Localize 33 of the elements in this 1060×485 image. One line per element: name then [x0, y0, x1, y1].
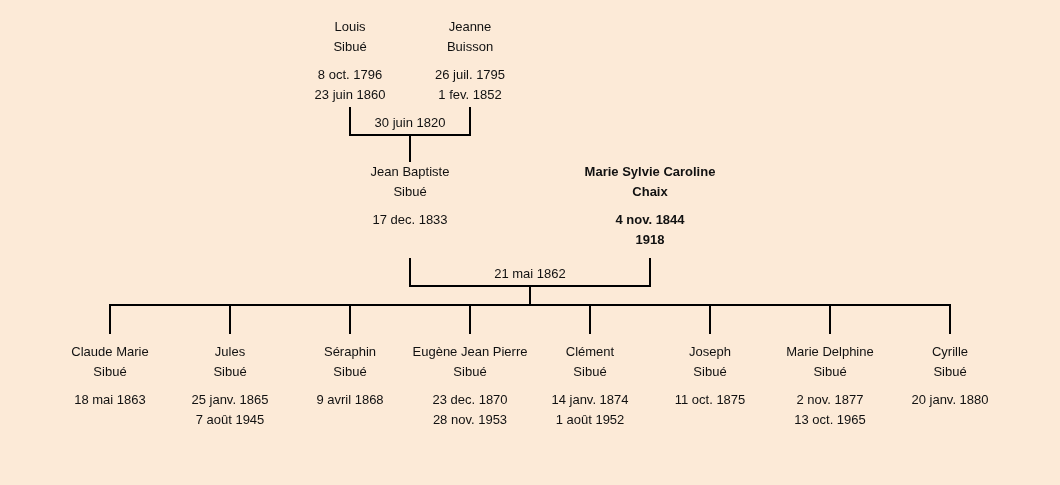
date-text: 17 dec. 1833 [372, 211, 448, 229]
date-text: 18 mai 1863 [74, 391, 146, 409]
date-text: 9 avril 1868 [316, 391, 384, 409]
descent-line [409, 106, 471, 163]
person-name: Séraphin Sibué [323, 343, 376, 381]
person-name: Marie Sylvie Caroline Chaix [584, 163, 716, 201]
date-text: 1918 [635, 231, 665, 249]
date-text: 1 fev. 1852 [438, 86, 502, 104]
date-text: 8 oct. 1796 [317, 66, 383, 84]
date-text: 20 janv. 1880 [911, 391, 989, 409]
person-name: Clément Sibué [565, 343, 615, 381]
person-name: Eugène Jean Pierre Sibué [412, 343, 528, 381]
person-name: Jules Sibué [213, 343, 247, 381]
date-text: 7 août 1945 [195, 411, 265, 429]
date-text: 11 oct. 1875 [674, 391, 746, 409]
date-text: 23 dec. 1870 [432, 391, 508, 409]
person-name: Claude Marie Sibué [71, 343, 149, 381]
date-text: 28 nov. 1953 [432, 411, 508, 429]
date-text: 14 janv. 1874 [551, 391, 629, 409]
person-name: Jeanne Buisson [446, 18, 494, 56]
person-name: Joseph Sibué [689, 343, 731, 381]
date-text: 1 août 1952 [555, 411, 625, 429]
date-text: 23 juin 1860 [314, 86, 386, 104]
person-name: Jean Baptiste Sibué [370, 163, 450, 201]
person-name: Louis Sibué [333, 18, 367, 56]
date-text: 26 juil. 1795 [434, 66, 506, 84]
person-name: Marie Delphine Sibué [786, 343, 874, 381]
date-text: 13 oct. 1965 [794, 411, 866, 429]
date-text: 25 janv. 1865 [191, 391, 269, 409]
date-text: 4 nov. 1844 [615, 211, 685, 229]
descent-line [529, 257, 951, 335]
date-text: 2 nov. 1877 [796, 391, 864, 409]
person-name: Cyrille Sibué [931, 343, 969, 381]
